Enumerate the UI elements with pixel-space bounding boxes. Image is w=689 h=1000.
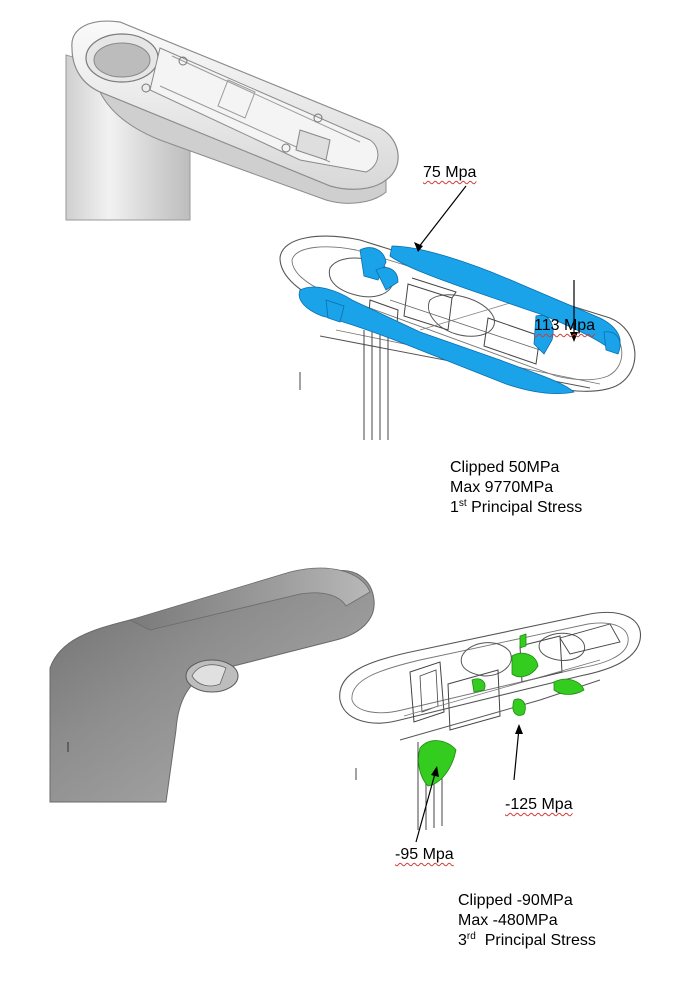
bottom-notes-line-2: Max -480MPa [458, 912, 558, 929]
top-callout-arrows [414, 185, 578, 342]
bottom-callout-95-text: -95 Mpa [395, 846, 454, 863]
top-tensile-regions [298, 245, 621, 394]
bottom-callout-arrows [415, 724, 523, 843]
top-notes-ordinal: 1 [450, 499, 459, 516]
arrowhead [414, 242, 423, 252]
top-callout-113: 113 Mpa [534, 316, 595, 335]
top-callout-75-text: 75 Mpa [423, 164, 477, 181]
top-faucet-render [65, 20, 399, 221]
arrowhead [515, 724, 523, 734]
top-callout-113-text: 113 Mpa [534, 317, 596, 334]
bottom-notes-line-1: Clipped -90MPa [458, 892, 573, 909]
top-notes-ordinal-suffix: st [458, 498, 467, 509]
bottom-notes-stress-type: Principal Stress [475, 932, 596, 949]
bottom-callout-125: -125 Mpa [505, 795, 573, 814]
bottom-compressive-regions [418, 633, 585, 787]
top-wireframe-model [279, 235, 636, 440]
top-notes: Clipped 50MPa Max 9770MPa 1st Principal … [450, 458, 582, 518]
bottom-faucet-render [49, 567, 375, 803]
top-callout-75: 75 Mpa [423, 163, 476, 182]
bottom-notes-ordinal: 3 [458, 932, 467, 949]
top-notes-stress-type: Principal Stress [466, 499, 583, 516]
arrowhead [431, 766, 439, 777]
bottom-callout-95: -95 Mpa [395, 845, 454, 864]
bottom-notes-ordinal-suffix: rd [466, 931, 476, 942]
top-notes-line-2: Max 9770MPa [450, 479, 554, 496]
top-notes-line-3: 1st Principal Stress [450, 498, 582, 518]
bottom-notes-line-3: 3rd Principal Stress [458, 931, 596, 951]
arrowhead [570, 332, 578, 342]
bottom-notes: Clipped -90MPa Max -480MPa 3rd Principal… [458, 891, 596, 951]
bottom-callout-125-text: -125 Mpa [505, 796, 573, 813]
bottom-wireframe-model [339, 612, 642, 830]
top-notes-line-1: Clipped 50MPa [450, 459, 560, 476]
